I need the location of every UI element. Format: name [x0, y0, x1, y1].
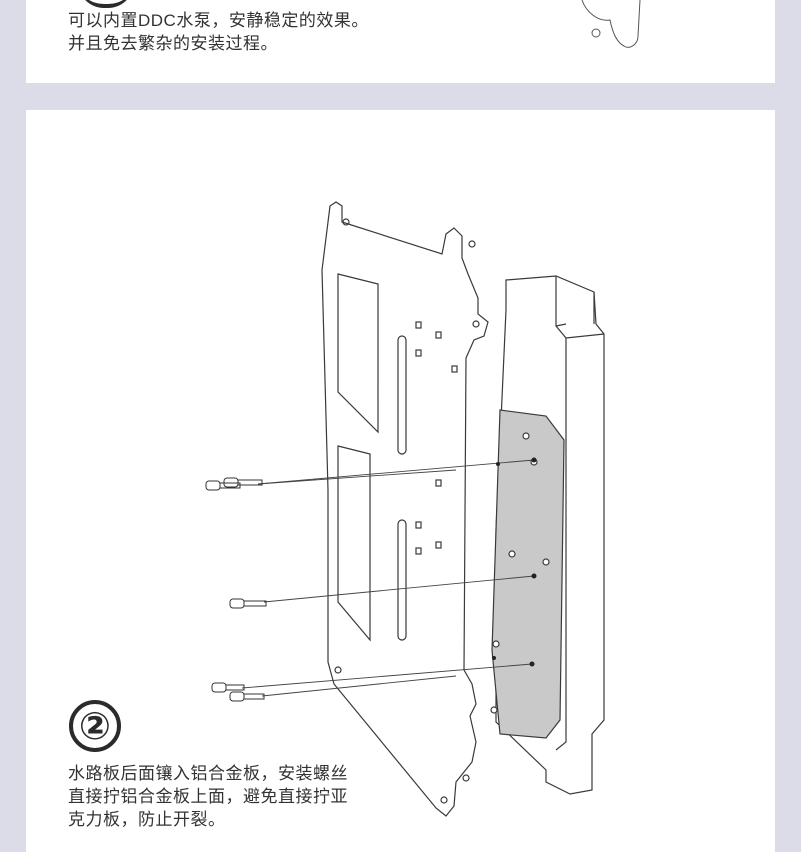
main-caption-line-3: 克力板，防止开裂。: [68, 810, 226, 829]
aluminum-plate: [491, 409, 565, 739]
main-caption-line-2: 直接拧铝合金板上面，避免直接拧亚: [68, 787, 348, 806]
waterway-plate-exploded-diagram: [205, 201, 605, 817]
screw-2: [223, 477, 263, 488]
top-caption: 可以内置DDC水泵，安静稳定的效果。 并且免去繁杂的安装过程。: [68, 9, 369, 55]
main-panel: ② 水路板后面镶入铝合金板，安装螺丝 直接拧铝合金板上面，避免直接拧亚 克力板，…: [26, 110, 775, 852]
main-caption: 水路板后面镶入铝合金板，安装螺丝 直接拧铝合金板上面，避免直接拧亚 克力板，防止…: [68, 762, 348, 831]
screw-4: [211, 682, 245, 693]
acrylic-plate-slot-1: [397, 335, 407, 455]
acrylic-plate-upper-window: [337, 273, 379, 434]
top-caption-line-1: 可以内置DDC水泵，安静稳定的效果。: [68, 11, 369, 30]
top-panel: 可以内置DDC水泵，安静稳定的效果。 并且免去繁杂的安装过程。: [26, 0, 775, 83]
acrylic-plate-slot-2: [397, 519, 407, 641]
top-caption-line-2: 并且免去繁杂的安装过程。: [68, 34, 278, 53]
acrylic-plate-outline: [321, 201, 489, 817]
acrylic-plate-lower-window: [337, 445, 371, 642]
screw-5: [229, 691, 265, 702]
screw-1: [205, 480, 241, 491]
screw-3: [229, 598, 267, 609]
main-caption-line-1: 水路板后面镶入铝合金板，安装螺丝: [68, 764, 348, 783]
step-one-badge-partial: [78, 0, 134, 8]
top-illustration-fragment: [581, 0, 641, 48]
step-two-badge: ②: [69, 700, 121, 752]
